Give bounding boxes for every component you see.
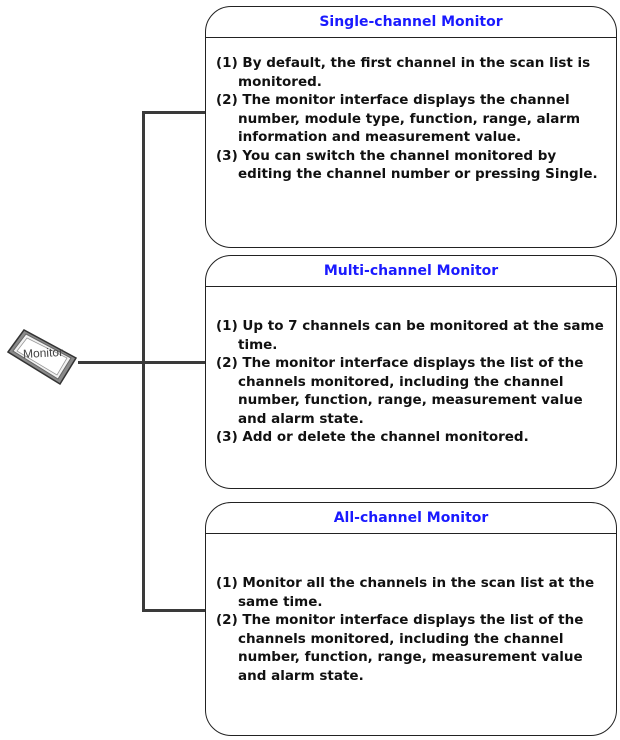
list-item: (2) The monitor interface displays the l… [216, 612, 584, 684]
panel-body: (1) Up to 7 channels can be monitored at… [206, 287, 616, 447]
single-channel-monitor-panel: Single-channel Monitor (1) By default, t… [205, 6, 617, 248]
panel-title: All-channel Monitor [206, 503, 616, 534]
panel-body: (1) Monitor all the channels in the scan… [206, 534, 616, 685]
list-item: (3) You can switch the channel monitored… [216, 147, 598, 183]
all-channel-monitor-panel: All-channel Monitor (1) Monitor all the … [205, 502, 617, 736]
list-item: (1) Monitor all the channels in the scan… [216, 575, 595, 610]
connector-trunk-to-single [142, 111, 206, 114]
list-item: (1) By default, the first channel in the… [216, 55, 591, 90]
list-item: (2) The monitor interface displays the l… [216, 355, 584, 427]
panel-title: Multi-channel Monitor [206, 256, 616, 287]
multi-channel-monitor-panel: Multi-channel Monitor (1) Up to 7 channe… [205, 255, 617, 489]
panel-body: (1) By default, the first channel in the… [206, 38, 616, 184]
monitor-key-icon: Monitor [6, 324, 80, 392]
connector-trunk-to-multi [142, 361, 206, 364]
list-item: (1) Up to 7 channels can be monitored at… [216, 318, 604, 353]
list-item: (3) Add or delete the channel monitored. [216, 429, 529, 445]
list-item: (2) The monitor interface displays the c… [216, 92, 581, 145]
connector-key-to-trunk [78, 361, 144, 364]
panel-title: Single-channel Monitor [206, 7, 616, 38]
connector-trunk-to-all [142, 609, 206, 612]
